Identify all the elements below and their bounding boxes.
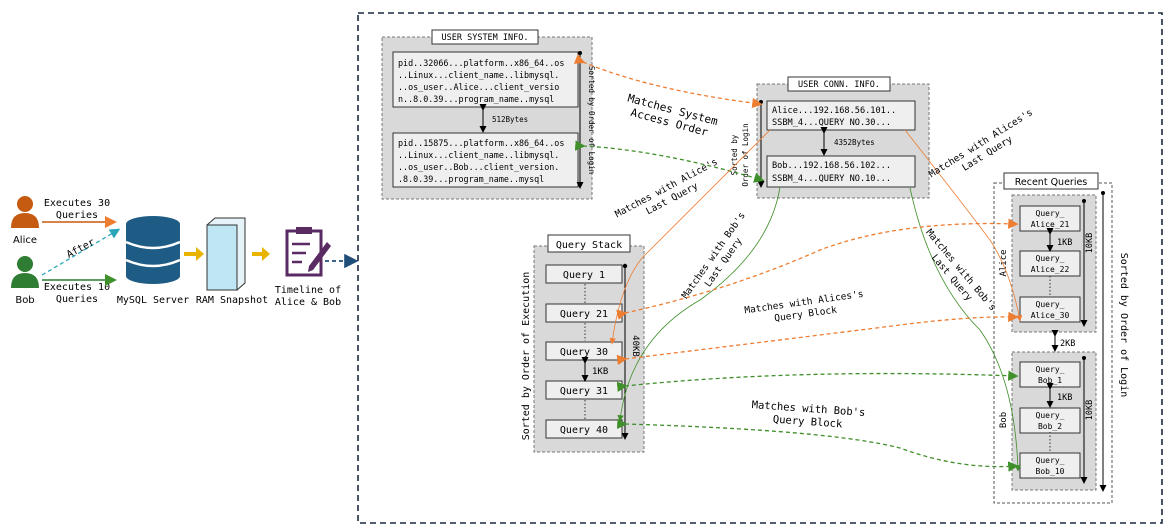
query-stack-gap: 1KB — [592, 367, 608, 377]
user-sys-alice-line: pid..32066...platform..x86_64..os — [398, 58, 564, 68]
query-stack-item-label: Query 1 — [563, 270, 605, 281]
user-sys-bob-line: pid..15875...platform..x86_64..os — [398, 138, 564, 148]
recent-alice-size: 10KB — [1085, 233, 1095, 253]
user-sys-sort-label: Sorted by Order of Login — [587, 66, 596, 174]
after-arrow — [41, 228, 121, 276]
alice-exec-line2: Queries — [56, 210, 98, 221]
query-stack-sort-label: Sorted by Order of Execution — [521, 272, 532, 441]
user-conn-alice-line: SSBM_4...QUERY NO.30... — [772, 118, 891, 128]
left-pipeline: Alice Bob Executes 30 Queries Executes 1… — [11, 196, 359, 308]
user-conn-info-panel: USER CONN. INFO. Alice...192.168.56.101.… — [730, 76, 930, 199]
user-conn-alice-block — [766, 100, 916, 131]
arrow-icon — [252, 247, 270, 261]
recent-alice-item-label: Alice_30 — [1031, 311, 1070, 320]
user-conn-bob-line: SSBM_4...QUERY NO.10... — [772, 174, 891, 184]
user-sys-alice-line: ..Linux...client_name..libmysql. — [398, 70, 559, 80]
recent-bob-size: 10KB — [1085, 400, 1095, 420]
recent-queries-panel: Recent Queries Query_Alice_21Query_Alice… — [993, 172, 1129, 504]
arrow-icon — [184, 247, 204, 261]
query-stack-size: 40KB — [630, 335, 640, 357]
orange-block-top-link — [616, 218, 1019, 320]
user-conn-alice-line: Alice...192.168.56.101.. — [772, 106, 896, 116]
timeline-clipboard-icon — [285, 227, 331, 277]
recent-group-gap: 2KB — [1060, 339, 1075, 349]
annotation-bob-last-mid-line1: Matches with Bob's — [680, 210, 748, 301]
recent-bob-item-label: Query_ — [1036, 411, 1065, 420]
user-sys-bob-line: ..Linux...client_name..libmysql. — [398, 150, 559, 160]
annotation-alice-last-mid-line1: Matches with Alice's — [613, 157, 719, 220]
timeline-frame — [357, 12, 1163, 524]
ram-label: RAM Snapshot — [196, 295, 268, 306]
query-stack-title: Query Stack — [556, 240, 622, 251]
query-stack-item-label: Query 30 — [560, 347, 608, 358]
alice-exec-line1: Executes 30 — [44, 198, 110, 209]
recent-alice-item-label: Query_ — [1036, 254, 1065, 263]
orange-block-bottom-link — [616, 311, 1019, 366]
recent-alice-item-label: Query_ — [1036, 300, 1065, 309]
user-sys-bob-block — [392, 132, 579, 188]
user-sys-title: USER SYSTEM INFO. — [442, 33, 529, 43]
recent-title: Recent Queries — [1015, 177, 1088, 188]
query-stack-item-label: Query 40 — [560, 425, 608, 436]
recent-bob-item-label: Query_ — [1036, 365, 1065, 374]
user-conn-gap: 4352Bytes — [834, 138, 875, 147]
user-sys-bob-line: ..os_user..Bob...client_version. — [398, 162, 559, 172]
green-block-bottom-link — [617, 418, 1019, 472]
database-icon — [125, 216, 181, 284]
recent-alice-item-label: Alice_21 — [1031, 220, 1070, 229]
green-block-top-link — [616, 370, 1019, 392]
user-conn-title: USER CONN. INFO. — [798, 80, 880, 90]
recent-bob-item-label: Query_ — [1036, 456, 1065, 465]
orange-system-link — [573, 54, 763, 109]
mysql-label: MySQL Server — [117, 295, 189, 306]
after-label: After — [65, 237, 97, 261]
recent-bob-item — [1019, 361, 1081, 388]
recent-gap: 1KB — [1057, 238, 1072, 248]
user-system-info-panel: USER SYSTEM INFO. pid..32066...platform.… — [381, 29, 596, 200]
recent-sort-label: Sorted by Order of Login — [1118, 253, 1129, 398]
recent-bob-label: Bob — [999, 412, 1009, 428]
recent-alice-item-label: Query_ — [1036, 209, 1065, 218]
annotation-bob-block-line2: Query Block — [772, 414, 843, 431]
recent-bob-item-label: Bob_1 — [1038, 376, 1062, 385]
user-conn-bob-block — [766, 155, 916, 188]
query-stack-item-label: Query 21 — [560, 309, 608, 320]
recent-bob-item-label: Bob_10 — [1036, 467, 1065, 476]
user-sys-gap: 512Bytes — [492, 115, 528, 124]
query-stack-panel: Query Stack Query 1 Query 21 Query 30 Query… — [521, 234, 645, 453]
timeline-label-line2: Alice & Bob — [275, 297, 341, 308]
bob-label: Bob — [15, 295, 34, 306]
user-sys-bob-line: .8.0.39...program_name..mysql — [398, 174, 544, 184]
alice-person-icon — [11, 196, 39, 228]
user-sys-alice-line: ..os_user..Alice...client_versio — [398, 82, 559, 92]
bob-exec-line2: Queries — [56, 294, 98, 305]
query-stack-item-label: Query 31 — [560, 386, 608, 397]
user-conn-bob-line: Bob...192.168.56.102... — [772, 161, 891, 171]
alice-label: Alice — [13, 235, 37, 246]
recent-bob-item-label: Bob_2 — [1038, 422, 1062, 431]
recent-alice-item — [1019, 296, 1081, 323]
annotation-alice-last-right-line1: Matches with Alices's — [927, 107, 1035, 180]
bob-person-icon — [11, 256, 39, 288]
timeline-label-line1: Timeline of — [275, 285, 341, 296]
connector-lines — [573, 54, 1023, 472]
bob-exec-line1: Executes 10 — [44, 282, 110, 293]
ram-snapshot-icon — [206, 217, 246, 291]
recent-alice-label: Alice — [999, 249, 1009, 276]
recent-alice-item-label: Alice_22 — [1031, 265, 1070, 274]
recent-bob-item — [1019, 452, 1081, 479]
annotation-bob-last-right-line1: Matches with Bob's — [923, 227, 998, 313]
recent-gap: 1KB — [1057, 393, 1072, 403]
user-sys-alice-line: n..8.0.39...program_name..mysql — [398, 94, 554, 104]
